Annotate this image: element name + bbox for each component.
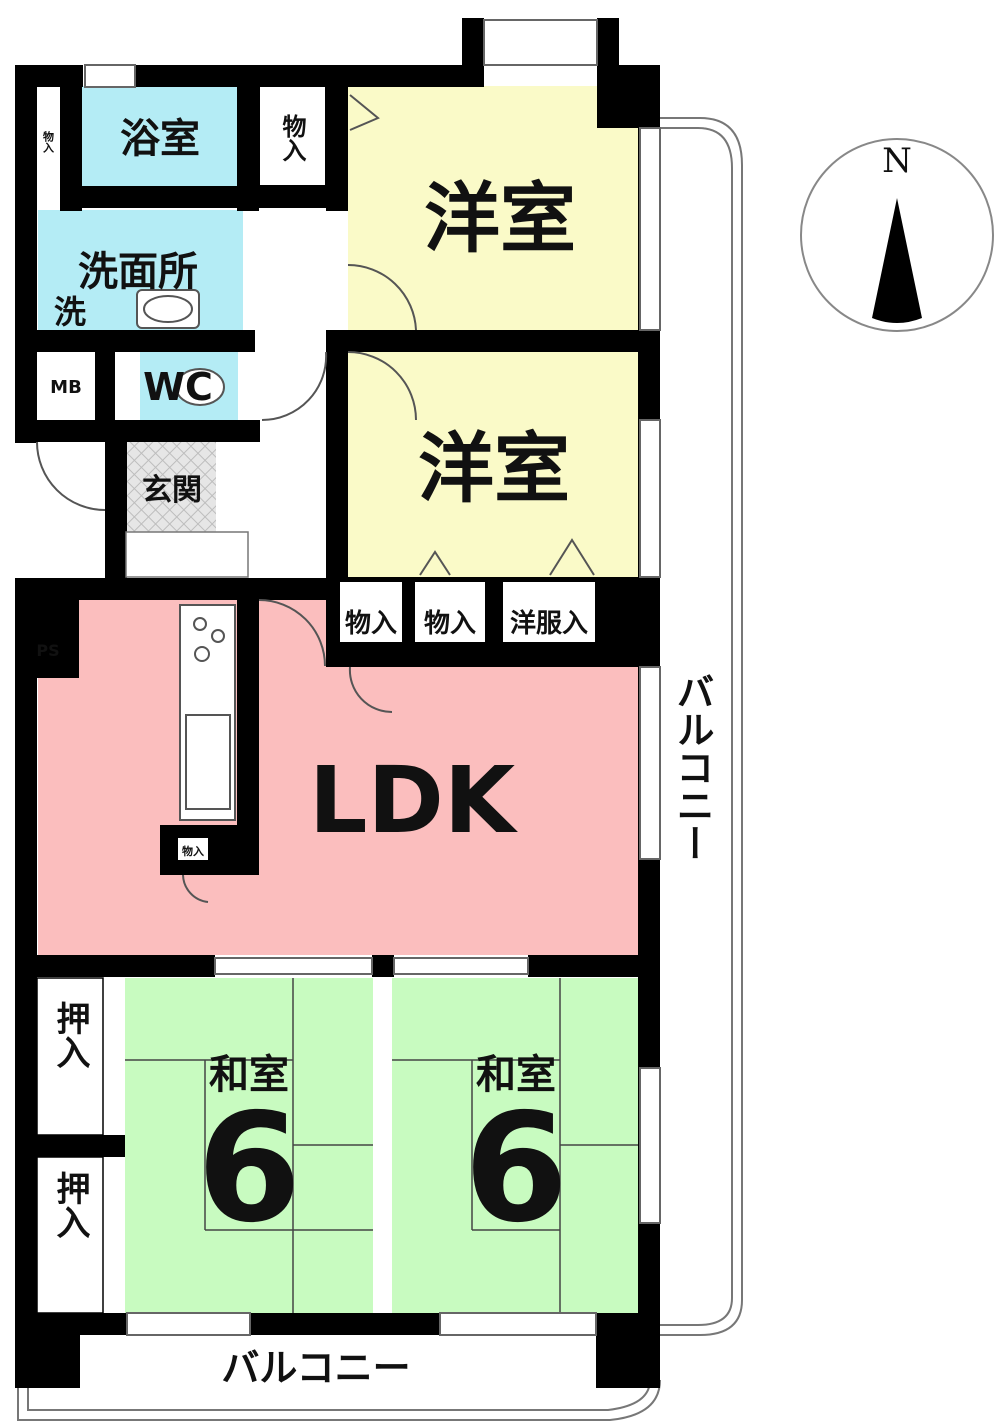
balcony-east-label: バルコニー [670, 672, 714, 862]
japanese-room-2-size: 6 [464, 1082, 568, 1256]
bath-area [82, 86, 237, 186]
compass: N [800, 138, 994, 332]
north-arrow-icon [872, 198, 922, 323]
storage-left-area [37, 110, 60, 186]
closet-1-area [36, 977, 104, 1136]
western-room-2-area [348, 352, 638, 577]
entrance-label: 玄関 [142, 473, 202, 508]
entrance-area [126, 442, 216, 532]
bath-label: 浴室 [120, 116, 200, 162]
storage-small-left-label: 物入 [42, 130, 55, 154]
western-room-2-label: 洋室 [418, 424, 570, 513]
japanese-room-2-label: 和室 [476, 1052, 556, 1098]
kitchen-counter [179, 604, 236, 821]
washbasin-icon [136, 289, 200, 329]
storage-kitchen-label: 物入 [182, 844, 204, 858]
western-room-1-label: 洋室 [424, 174, 576, 263]
japanese-room-1-size: 6 [197, 1082, 301, 1256]
mb-label: MB [50, 377, 82, 398]
washer-label: 洗 [54, 293, 86, 331]
toilet-icon [175, 368, 225, 406]
storage-b-label: 物入 [424, 609, 476, 639]
entrance-step [125, 531, 249, 578]
windows [84, 19, 661, 1336]
balcony-south-label: バルコニー [221, 1346, 410, 1390]
stove-burner-icon [193, 617, 207, 631]
storage-a-area [340, 582, 402, 642]
storage-b-area [415, 582, 485, 642]
tatami-lines [125, 978, 638, 1313]
washroom-label: 洗面所 [78, 249, 198, 295]
closet-1-label: 押入 [50, 1001, 90, 1069]
door-swings [36, 94, 595, 903]
walls [15, 18, 660, 1388]
mb-area [37, 352, 95, 420]
closet-2-label: 押入 [50, 1171, 90, 1239]
ps-label: PS [36, 641, 59, 660]
storage-kitchen-area [178, 838, 208, 860]
wardrobe-label: 洋服入 [510, 608, 588, 639]
balcony-outline-east [660, 117, 743, 1336]
wc-label: WC [143, 365, 213, 409]
storage-a-label: 物入 [345, 609, 397, 639]
closet-2-area [36, 1156, 104, 1314]
storage-top-label: 物入 [278, 114, 306, 162]
wardrobe-area [503, 582, 595, 642]
ldk-label: LDK [309, 747, 519, 854]
storage-top-area [258, 85, 327, 187]
japanese-room-1-label: 和室 [209, 1052, 289, 1098]
compass-north-label: N [882, 141, 912, 181]
western-room-1-area [348, 86, 638, 332]
